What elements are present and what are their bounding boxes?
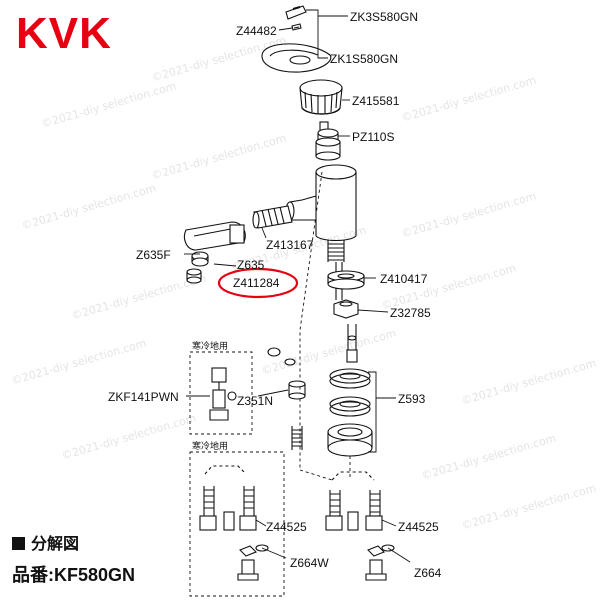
cold-hose-part — [199, 465, 269, 581]
fitting-part — [333, 299, 359, 319]
part-label-z664: Z664 — [414, 566, 442, 580]
part-label-z635: Z635 — [237, 258, 265, 272]
cartridge-part — [315, 121, 341, 161]
footer-title: 分解図 — [31, 536, 80, 553]
part-label-z44482: Z44482 — [236, 24, 277, 38]
part-label-z32785: Z32785 — [390, 306, 431, 320]
footer-model: 品番:KF580GN — [12, 565, 136, 585]
footer-title-row: 分解図 — [12, 530, 79, 554]
cold-valve-part — [209, 367, 237, 421]
bonnet-cap-part — [299, 79, 343, 115]
part-label-pz110s: PZ110S — [352, 130, 395, 144]
part-label-z635f: Z635F — [136, 248, 171, 262]
part-label-z44525-left: Z44525 — [266, 520, 307, 534]
spray-head-part — [183, 221, 246, 251]
aerator-part — [186, 251, 209, 284]
lever-cap-part — [285, 5, 307, 20]
highlight-ring — [217, 267, 299, 299]
part-label-zk1s580gn: ZK1S580GN — [330, 52, 399, 66]
hose-adapter-part — [267, 347, 306, 450]
connector-part — [252, 205, 293, 229]
brand-logo: KVK — [16, 9, 112, 58]
part-label-z593: Z593 — [398, 392, 426, 406]
nut-part — [327, 270, 365, 290]
supply-pipe-part — [346, 324, 358, 363]
part-label-z413167: Z413167 — [266, 238, 314, 252]
part-label-z410417: Z410417 — [380, 272, 428, 286]
washer-part — [327, 368, 373, 457]
section-label-cold-region-top: 寒冷地用 — [192, 341, 229, 351]
part-label-z44525-right: Z44525 — [398, 520, 439, 534]
part-label-z664w: Z664W — [290, 556, 329, 570]
part-label-z351n: Z351N — [237, 394, 274, 408]
part-label-z415581: Z415581 — [352, 94, 400, 108]
part-label-z411284: Z411284 — [233, 276, 280, 290]
screw-part — [291, 23, 302, 31]
lever-handle-part — [261, 43, 332, 73]
square-bullet-icon — [12, 537, 25, 550]
section-label-cold-region-bottom: 寒冷地用 — [192, 441, 229, 451]
standard-hose-part — [325, 471, 395, 581]
part-label-zkf141pwn: ZKF141PWN — [108, 390, 179, 404]
part-label-zk3s580gn: ZK3S580GN — [350, 10, 419, 24]
